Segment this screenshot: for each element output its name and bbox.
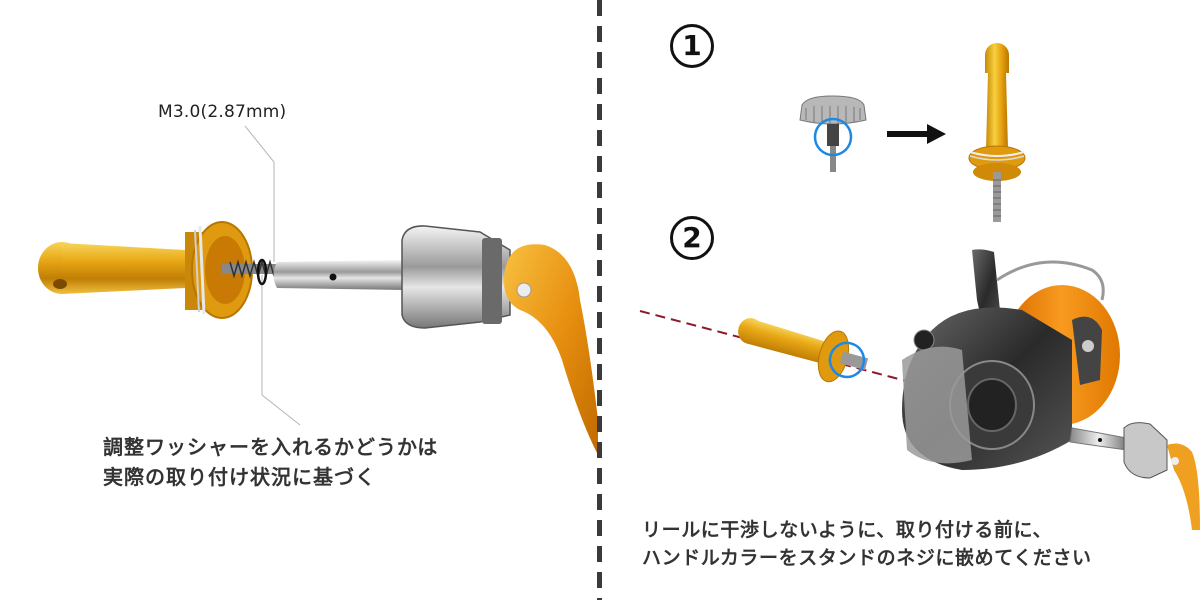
gold-knob [38, 221, 253, 319]
step-1-badge: 1 [670, 24, 714, 68]
highlight-circle [813, 117, 853, 157]
step-2-badge: 2 [670, 216, 714, 260]
handle-knob-exploded-illustration [38, 125, 598, 455]
washer-note: 調整ワッシャーを入れるかどうかは 実際の取り付け状況に基づく [103, 432, 438, 492]
right-arrow-icon [887, 124, 946, 144]
spinning-reel [902, 249, 1120, 470]
silver-collar [401, 225, 511, 329]
screw-spring [222, 258, 277, 286]
handle-arm [504, 244, 598, 455]
left-panel-exploded-view: M3.0(2.87mm) 調整ワッシャーを入れるかどうかは 実際の取り付け状況に… [0, 0, 598, 600]
installation-illustration [639, 43, 1200, 530]
highlight-circle-step2 [828, 341, 866, 379]
handle-shaft [273, 260, 405, 290]
installation-note-line-2: ハンドルカラーをスタンドのネジに嵌めてください [642, 547, 1092, 569]
washer-note-line-1: 調整ワッシャーを入れるかどうかは [103, 435, 439, 459]
washer [256, 258, 268, 286]
gold-knob-step2 [738, 317, 869, 383]
bail-wire [996, 260, 1105, 301]
washer-note-line-2: 実際の取り付け状況に基づく [103, 465, 376, 489]
dashed-divider [597, 0, 602, 600]
installation-note-line-1: リールに干渉しないように、取り付ける前に、 [642, 519, 1053, 541]
installation-note: リールに干渉しないように、取り付ける前に、 ハンドルカラーをスタンドのネジに嵌め… [642, 516, 1092, 572]
reel-handle-assembly [1069, 422, 1200, 530]
original-knob-cap [799, 95, 867, 172]
thread-spec-label: M3.0(2.87mm) [158, 102, 287, 122]
right-panel-installation-steps: 1 2 [602, 0, 1200, 600]
gold-knob-vertical [968, 43, 1026, 222]
leader-line-washer [261, 275, 301, 426]
leader-line-spec [244, 125, 275, 262]
